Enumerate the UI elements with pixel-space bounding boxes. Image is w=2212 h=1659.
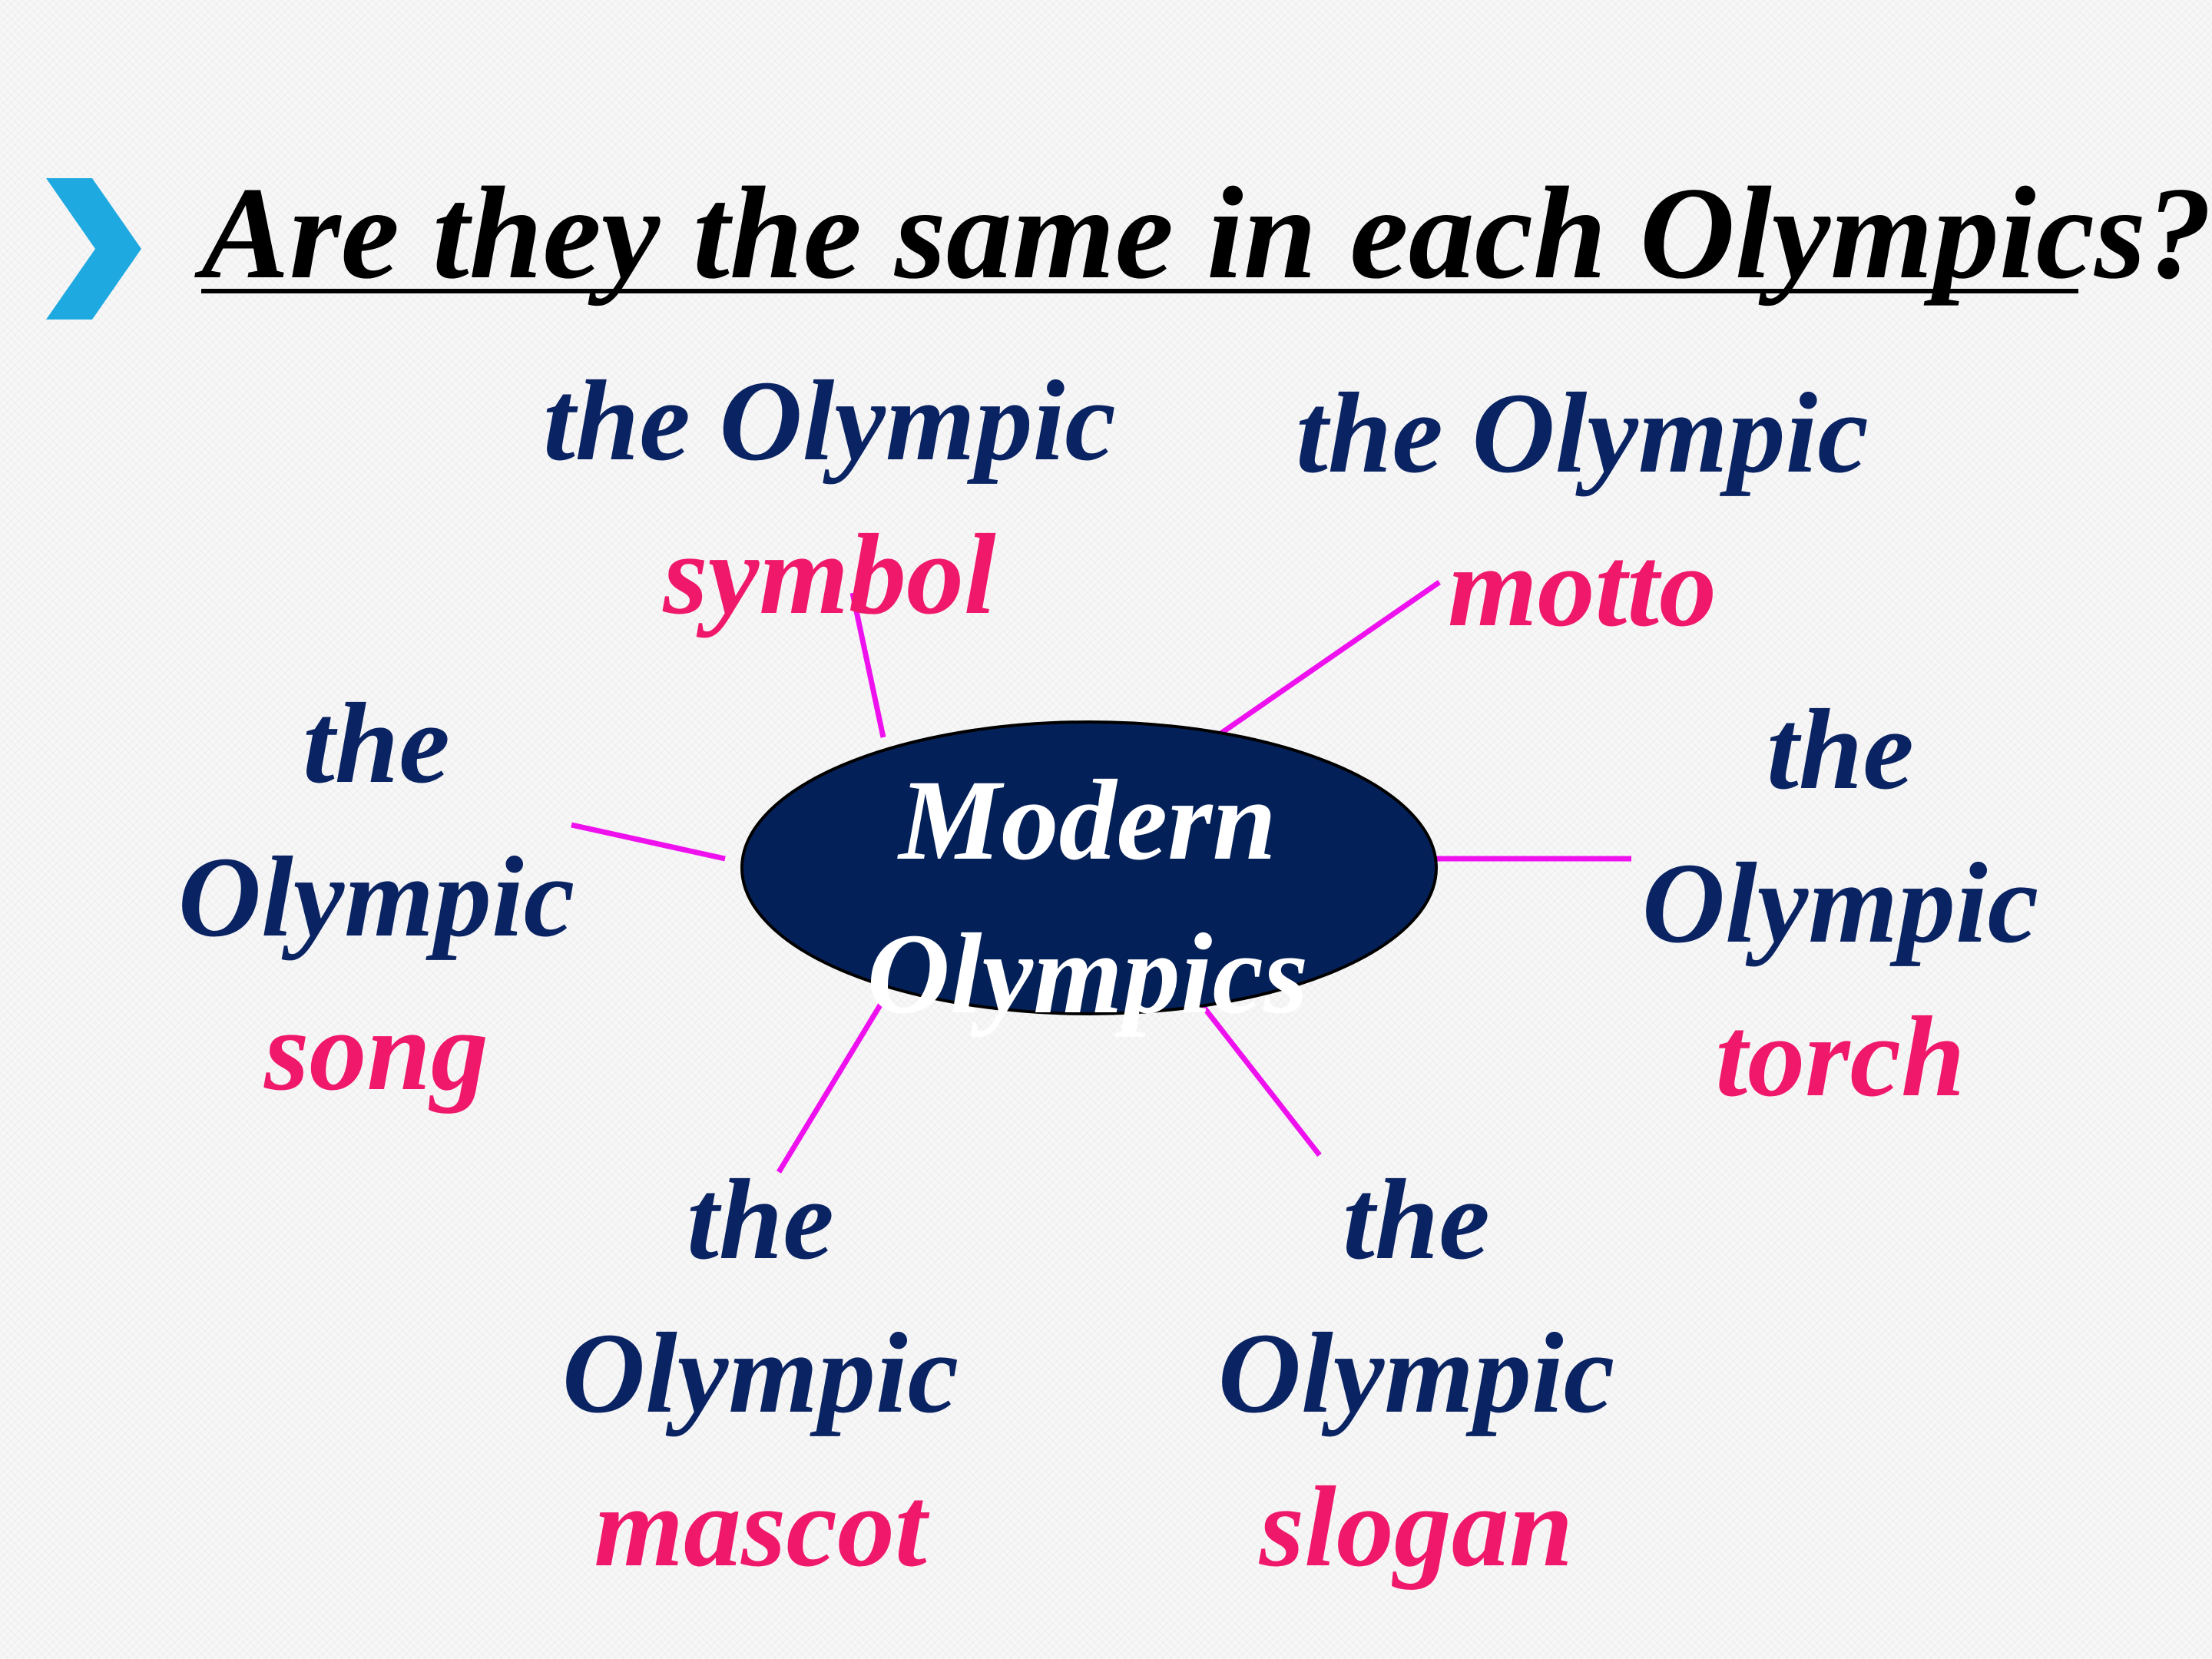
node-slogan-keyword: slogan [1259,1463,1574,1591]
connector-mascot [777,998,886,1174]
node-motto-prefix: the Olympic [1296,369,1869,497]
hub-ellipse [740,720,1438,1015]
connector-motto [1214,580,1441,740]
node-song: the Olympic song [108,667,645,1128]
node-motto: the Olympic motto [1237,356,1928,664]
node-slogan: the Olympic slogan [1147,1143,1685,1604]
hub-label: Modern Olympics [742,743,1433,1051]
node-symbol-prefix: the Olympic [543,357,1116,485]
node-slogan-prefix-2: Olympic [1217,1310,1615,1437]
chevron-shape [46,178,141,320]
title-underline [201,289,2078,293]
node-motto-keyword: motto [1447,523,1717,651]
hub-label-line2: Olympics [866,910,1309,1038]
node-slogan-prefix-1: the [1343,1156,1490,1283]
node-torch-keyword: torch [1715,993,1965,1121]
node-torch-prefix-1: the [1767,686,1914,813]
node-song-prefix-1: the [303,680,450,807]
chevron-right-icon [46,178,141,320]
node-song-prefix-2: Olympic [177,833,575,961]
connector-symbol [849,592,886,738]
slide-title: Are they the same in each Olympics? [201,161,2212,306]
node-mascot-prefix-1: the [687,1156,834,1283]
node-torch-prefix-2: Olympic [1641,839,2039,967]
node-symbol: the Olympic symbol [484,344,1175,651]
node-mascot: the Olympic mascot [492,1143,1029,1604]
hub-label-line1: Modern [899,757,1277,884]
node-torch: the Olympic torch [1571,673,2109,1134]
node-symbol-keyword: symbol [663,511,996,638]
node-mascot-prefix-2: Olympic [561,1310,959,1437]
node-mascot-keyword: mascot [594,1463,927,1591]
node-song-keyword: song [264,987,488,1114]
connector-song [571,822,726,862]
connector-slogan [1196,998,1322,1157]
